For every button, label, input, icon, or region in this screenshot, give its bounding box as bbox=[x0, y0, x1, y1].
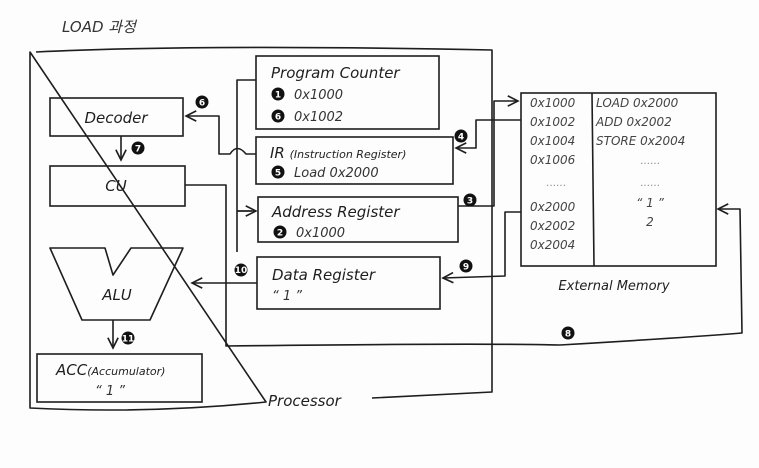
decoder-box bbox=[49, 97, 184, 137]
svg-text:4: 4 bbox=[458, 133, 464, 143]
memory-content: “ 1 ” bbox=[636, 196, 664, 210]
svg-text:9: 9 bbox=[463, 263, 469, 273]
svg-text:6: 6 bbox=[275, 113, 281, 123]
pc-value-1: 0x1000 bbox=[294, 88, 343, 103]
memory-content: …… bbox=[640, 156, 660, 167]
memory-divider bbox=[591, 92, 595, 267]
step-badge-6b bbox=[271, 109, 285, 123]
step-badge-4 bbox=[454, 129, 468, 143]
data-register-value: “ 1 ” bbox=[272, 289, 302, 304]
arrow-cu-to-memory bbox=[185, 184, 743, 347]
step-badge-1 bbox=[271, 87, 285, 101]
address-register-value: 0x1000 bbox=[296, 226, 345, 241]
step-badge-6 bbox=[195, 95, 209, 109]
memory-box bbox=[520, 92, 717, 267]
diagram-title: LOAD 과정 bbox=[62, 18, 138, 36]
memory-address: 0x1000 bbox=[530, 96, 576, 110]
alu-shape bbox=[49, 247, 184, 321]
processor-frame bbox=[29, 46, 493, 411]
memory-address: 0x1002 bbox=[530, 115, 575, 129]
memory-rows: 0x1000 0x1002 0x1004 0x1006 …… 0x2000 0x2002 0x… bbox=[530, 96, 685, 252]
memory-address: 0x1006 bbox=[530, 153, 576, 167]
line-pc-to-address-register bbox=[236, 79, 256, 252]
memory-address: 0x2000 bbox=[530, 200, 576, 214]
step-badge-5 bbox=[271, 165, 285, 179]
arrow-memory-to-data-register bbox=[443, 211, 521, 278]
svg-text:8: 8 bbox=[565, 330, 571, 340]
cu-label: CU bbox=[105, 177, 126, 195]
ir-box bbox=[255, 136, 454, 185]
svg-text:5: 5 bbox=[275, 169, 281, 179]
memory-content: STORE 0x2004 bbox=[596, 134, 685, 148]
memory-content: …… bbox=[640, 178, 660, 189]
svg-text:2: 2 bbox=[277, 229, 283, 239]
memory-content: ADD 0x2002 bbox=[595, 115, 672, 129]
step-badge-3 bbox=[463, 193, 477, 207]
memory-content: LOAD 0x2000 bbox=[596, 96, 679, 110]
svg-text:6: 6 bbox=[199, 99, 205, 109]
data-register-label: Data Register bbox=[272, 266, 376, 284]
pc-value-2: 0x1002 bbox=[294, 110, 343, 125]
memory-address: 0x1004 bbox=[530, 134, 575, 148]
memory-address: …… bbox=[546, 178, 566, 189]
cu-box bbox=[49, 165, 186, 207]
svg-text:3: 3 bbox=[467, 197, 473, 207]
decoder-label: Decoder bbox=[84, 109, 148, 127]
step-badge-2 bbox=[273, 225, 287, 239]
processor-label: Processor bbox=[268, 392, 342, 410]
arrow-ir-to-decoder bbox=[186, 116, 256, 155]
program-counter-label: Program Counter bbox=[271, 64, 400, 82]
alu-label: ALU bbox=[101, 286, 132, 304]
ir-label: IR (Instruction Register) bbox=[270, 144, 406, 162]
address-register-box bbox=[257, 196, 459, 243]
svg-text:11: 11 bbox=[122, 335, 135, 345]
program-counter-box bbox=[255, 55, 440, 130]
arrow-memory-to-ir bbox=[456, 119, 521, 148]
ir-value: Load 0x2000 bbox=[294, 166, 379, 181]
address-register-label: Address Register bbox=[271, 203, 400, 221]
step-badge-10 bbox=[234, 263, 248, 277]
svg-text:7: 7 bbox=[135, 145, 141, 155]
step-badge-9 bbox=[459, 259, 473, 273]
acc-label: ACC(Accumulator) bbox=[55, 361, 165, 379]
step-badge-7 bbox=[131, 141, 145, 155]
step-badge-8 bbox=[561, 326, 575, 340]
svg-text:1: 1 bbox=[275, 91, 281, 101]
memory-address: 0x2004 bbox=[530, 238, 575, 252]
svg-text:10: 10 bbox=[235, 266, 248, 276]
acc-value: “ 1 ” bbox=[95, 384, 125, 399]
memory-address: 0x2002 bbox=[530, 219, 575, 233]
acc-box bbox=[36, 353, 203, 403]
arrow-address-register-to-memory bbox=[458, 101, 518, 207]
step-badge-11 bbox=[121, 331, 135, 345]
memory-label: External Memory bbox=[558, 279, 669, 294]
memory-content: 2 bbox=[646, 215, 654, 229]
